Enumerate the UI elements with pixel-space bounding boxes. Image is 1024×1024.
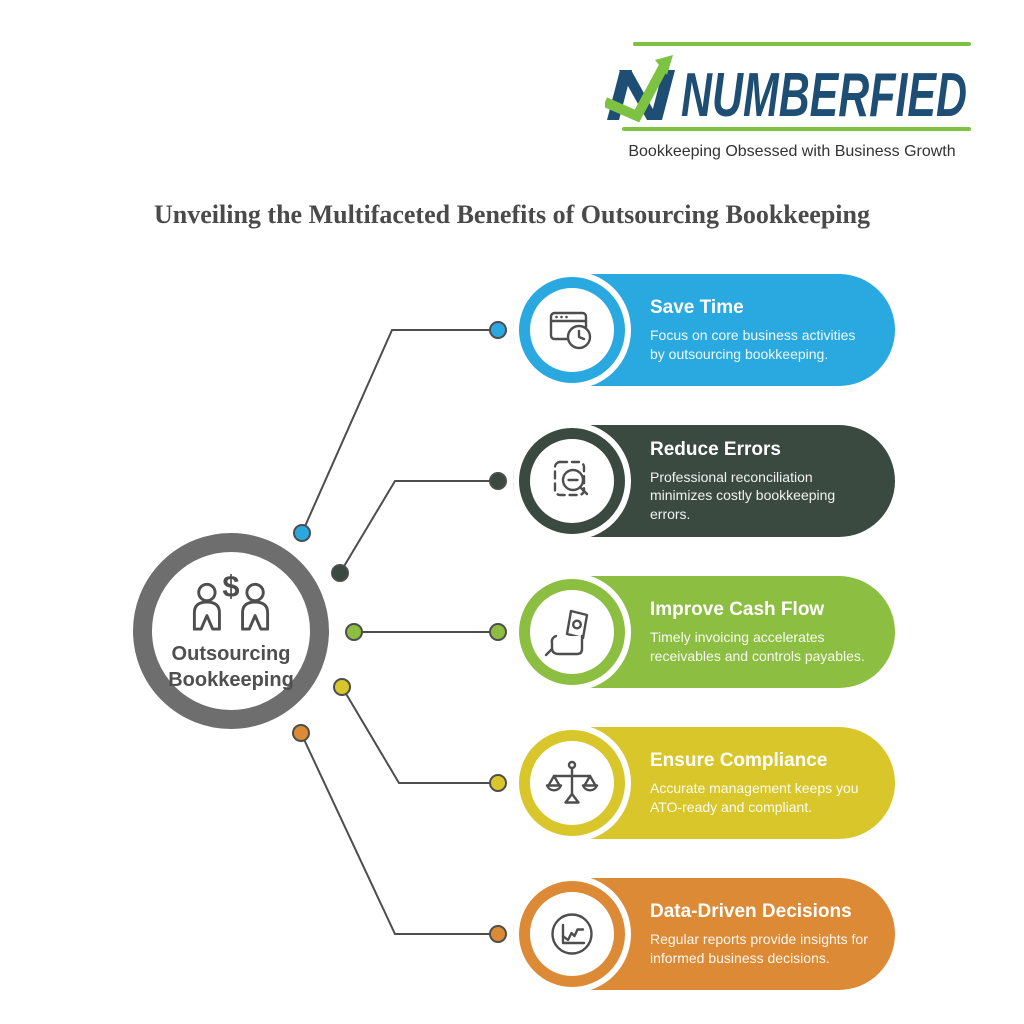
chart-circle-icon — [551, 913, 593, 955]
card-dot-reduce-errors — [489, 472, 507, 490]
hand-money-icon — [544, 609, 589, 657]
benefit-heading: Improve Cash Flow — [650, 599, 825, 621]
card-dot-ensure-compliance — [489, 774, 507, 792]
dollar-glyph: $ — [222, 569, 239, 603]
hub-dot-save-time — [293, 524, 311, 542]
badge-improve-cash-flow — [513, 573, 631, 691]
hub-dot-reduce-errors — [331, 564, 349, 582]
card-dot-improve-cash-flow — [489, 623, 507, 641]
benefit-body: Timely invoicing accelerates receivables… — [650, 629, 865, 664]
connector-save-time — [301, 329, 498, 534]
benefit-heading: Ensure Compliance — [650, 750, 828, 772]
connector-data-driven — [300, 732, 498, 935]
balance-scale-icon — [545, 760, 599, 804]
hub-dot-improve-cash-flow — [345, 623, 363, 641]
people-dollar-icon: $ — [192, 569, 270, 631]
benefit-body: Professional reconciliation minimizes co… — [650, 468, 836, 522]
scan-magnifier-icon — [553, 460, 589, 497]
logo-bottom-divider — [622, 127, 971, 131]
numberfied-logo: NUMBERFIED — [605, 55, 967, 126]
logo-brand-text: NUMBERFIED — [681, 61, 967, 126]
logo-top-divider — [633, 42, 971, 46]
benefit-heading: Data-Driven Decisions — [650, 901, 852, 923]
benefit-card-save-time: Save Time Focus on core business activit… — [513, 271, 895, 389]
central-hub: $ Outsourcing Bookkeeping — [133, 533, 329, 729]
badge-data-driven-decisions — [513, 875, 631, 993]
card-dot-data-driven — [489, 925, 507, 943]
card-dot-save-time — [489, 321, 507, 339]
badge-reduce-errors — [513, 422, 631, 540]
benefit-body: Focus on core business activities by out… — [650, 327, 856, 362]
hub-dot-ensure-compliance — [333, 678, 351, 696]
badge-ensure-compliance — [513, 724, 631, 842]
hub-label-line2: Bookkeeping — [168, 669, 294, 691]
benefit-body: Accurate management keeps you ATO-ready … — [650, 780, 859, 815]
benefit-card-improve-cash-flow: Improve Cash Flow Timely invoicing accel… — [513, 573, 895, 691]
window-clock-icon — [549, 311, 592, 350]
logo-growth-arrow-icon — [605, 55, 673, 123]
benefit-heading: Save Time — [650, 297, 744, 319]
benefit-body: Regular reports provide insights for inf… — [650, 931, 868, 966]
benefit-card-ensure-compliance: Ensure Compliance Accurate management ke… — [513, 724, 895, 842]
benefit-heading: Reduce Errors — [650, 438, 781, 460]
benefit-card-reduce-errors: Reduce Errors Professional reconciliatio… — [513, 422, 895, 540]
page-title: Unveiling the Multifaceted Benefits of O… — [154, 200, 870, 229]
hub-label-line1: Outsourcing — [171, 643, 291, 666]
badge-save-time — [513, 271, 631, 389]
benefit-card-data-driven-decisions: Data-Driven Decisions Regular reports pr… — [513, 875, 895, 993]
connector-ensure-compliance — [341, 686, 498, 784]
logo-tagline: Bookkeeping Obsessed with Business Growt… — [628, 143, 956, 160]
connector-reduce-errors — [339, 480, 498, 574]
hub-dot-data-driven — [292, 724, 310, 742]
